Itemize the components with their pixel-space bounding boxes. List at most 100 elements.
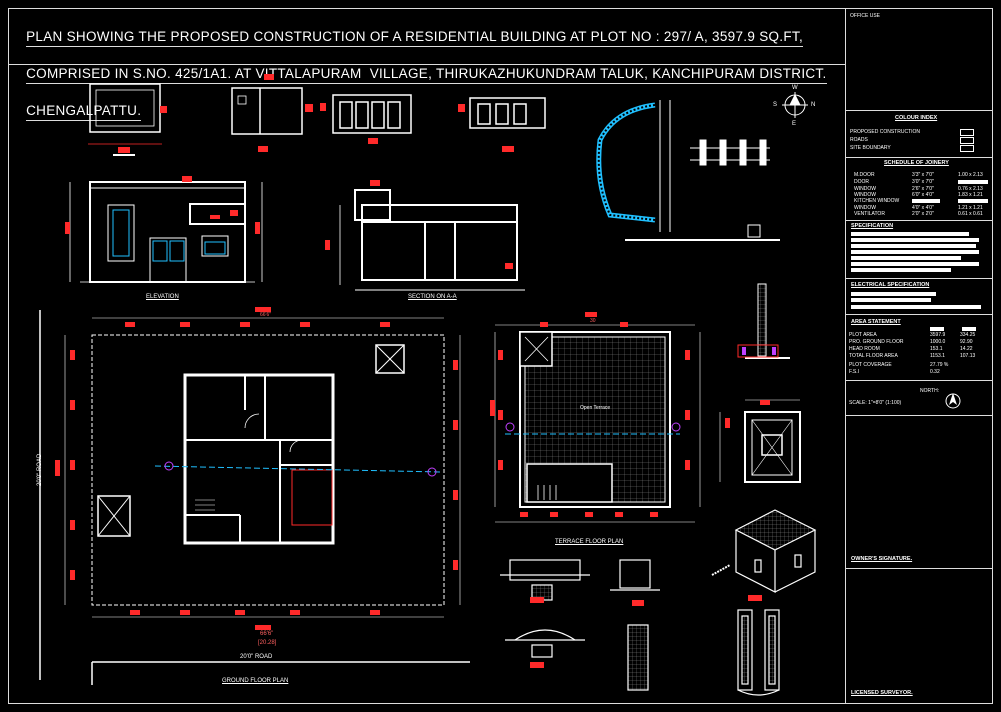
ground-floor-building — [183, 373, 335, 545]
scale-label: SCALE: 1"=8'0" (1:100) — [849, 400, 902, 406]
drawing-title: PLAN SHOWING THE PROPOSED CONSTRUCTION O… — [18, 10, 827, 121]
title-line-1: PLAN SHOWING THE PROPOSED CONSTRUCTION O… — [26, 28, 804, 47]
dimension-bottom-2: [20.28] — [258, 640, 277, 646]
panel-divider-7 — [845, 415, 993, 416]
site-boundary — [39, 310, 470, 685]
terrace-marker-a-right — [671, 422, 681, 432]
joinery-bar-2 — [958, 180, 988, 184]
joinery-name-5: KITCHEN WINDOW — [854, 198, 900, 204]
electrical-heading: ELECTRICAL SPECIFICATION — [851, 282, 930, 288]
road-bottom-label: 20'0" ROAD — [240, 654, 273, 660]
detail-septic-1 — [88, 83, 167, 156]
terrace-marker-a-left — [505, 422, 515, 432]
joinery-name-3: WINDOW — [854, 186, 876, 192]
area-a-1: 3597.9 — [930, 332, 946, 338]
open-terrace-label: Open Terrace — [580, 405, 611, 411]
owner-signature-label: OWNER'S SIGNATURE. — [851, 556, 913, 562]
area-a-2: 1000.0 — [930, 339, 946, 345]
terrace-plan-label: TERRACE FLOOR PLAN — [555, 539, 624, 545]
terrace-floor-plan — [494, 324, 701, 523]
area-col-b — [962, 327, 976, 331]
joinery-size-1: 3'3" x 7'0" — [912, 172, 934, 178]
elevation-label: ELEVATION — [146, 294, 179, 300]
compass-rose — [782, 92, 808, 118]
colour-item-1: PROPOSED CONSTRUCTION — [850, 129, 921, 135]
title-line-3: CHENGALPATTU. — [26, 102, 142, 121]
detail-ramp — [596, 100, 780, 241]
road-left-label: 20'0" ROAD — [37, 453, 43, 486]
detail-sump-section — [320, 94, 412, 144]
elevation-drawing — [69, 176, 263, 283]
compass-s: S — [773, 102, 778, 108]
area-name-2: PRO. GROUND FLOOR — [849, 339, 904, 345]
joinery-size-3: 2'6" x 7'0" — [912, 186, 934, 192]
compass-n: N — [811, 102, 816, 108]
area-b-4: 107.13 — [960, 353, 976, 359]
area-name-4: TOTAL FLOOR AREA — [849, 353, 898, 359]
title-line-2: COMPRISED IN S.NO. 425/1A1. AT VITTALAPU… — [26, 65, 827, 84]
dimension-bottom-1: 66'6" — [260, 631, 274, 637]
colour-index-heading: COLOUR INDEX — [895, 115, 938, 121]
ground-plan-label: GROUND FLOOR PLAN — [222, 678, 289, 684]
elec-line-1 — [851, 292, 936, 296]
compass-e: E — [792, 121, 797, 127]
dimension-markers — [55, 210, 770, 668]
section-marker-a-left — [164, 461, 174, 471]
joinery-size-6: 4'0" x 4'0" — [912, 205, 934, 211]
specification-heading: SPECIFICATION — [851, 223, 894, 229]
joinery-size-2: 3'0" x 7'0" — [912, 179, 934, 185]
area-b-3: 14.22 — [960, 346, 973, 352]
joinery-name-6: WINDOW — [854, 205, 876, 211]
joinery-metric-7: 0.61 x 0.61 — [958, 211, 983, 217]
north-label: NORTH: — [920, 388, 940, 394]
spec-line-5 — [851, 256, 961, 260]
area-name-3: HEAD ROOM — [849, 346, 880, 352]
joinery-name-4: WINDOW — [854, 192, 876, 198]
area-name-6: F.S.I — [849, 369, 860, 375]
title-block-panel — [845, 8, 994, 704]
elec-line-3 — [851, 305, 981, 309]
colour-swatch-2 — [960, 137, 974, 144]
colour-item-3: SITE BOUNDARY — [850, 145, 891, 151]
area-a-5: 27.79 % — [930, 362, 949, 368]
panel-divider-2 — [845, 157, 993, 158]
office-use-label: OFFICE USE — [850, 13, 881, 19]
area-b-1: 334.25 — [960, 332, 976, 338]
detail-soak-pit — [458, 97, 546, 152]
elec-line-2 — [851, 298, 931, 302]
panel-divider-1 — [845, 110, 993, 111]
area-b-2: 92.90 — [960, 339, 973, 345]
joinery-name-1: M.DOOR — [854, 172, 875, 178]
section-drawing — [339, 180, 525, 291]
area-col-a — [930, 327, 944, 331]
panel-divider-3 — [845, 220, 993, 221]
joinery-name-7: VENTILATOR — [854, 211, 885, 217]
spec-line-1 — [851, 232, 969, 236]
panel-divider-8 — [845, 568, 993, 569]
area-name-1: PLOT AREA — [849, 332, 877, 338]
joinery-metric-6: 1.21 x 1.21 — [958, 205, 983, 211]
spec-line-4 — [851, 250, 979, 254]
spec-line-6 — [851, 262, 979, 266]
panel-divider-6 — [845, 380, 993, 381]
spec-line-3 — [851, 244, 976, 248]
section-label: SECTION ON A-A — [408, 294, 457, 300]
spec-line-7 — [851, 268, 951, 272]
colour-swatch-1 — [960, 129, 974, 136]
joinery-metric-3: 0.76 x 2.13 — [958, 186, 983, 192]
joinery-size-7: 2'0" x 2'0" — [912, 211, 934, 217]
area-name-5: PLOT COVERAGE — [849, 362, 892, 368]
section-line-ground — [154, 465, 441, 473]
panel-divider-5 — [845, 314, 993, 315]
detail-septic-2 — [231, 74, 313, 152]
joinery-bar-5b — [958, 199, 988, 203]
joinery-metric-4: 1.83 x 1.21 — [958, 192, 983, 198]
colour-item-2: ROADS — [850, 137, 868, 143]
area-a-3: 153.1 — [930, 346, 943, 352]
drawing-frame — [8, 8, 993, 704]
schedule-heading: SCHEDULE OF JOINERY — [884, 160, 949, 166]
surveyor-label: LICENSED SURVEYOR. — [851, 690, 913, 696]
detail-isometric-tank — [711, 509, 817, 593]
joinery-size-4: 6'0" x 4'0" — [912, 192, 934, 198]
